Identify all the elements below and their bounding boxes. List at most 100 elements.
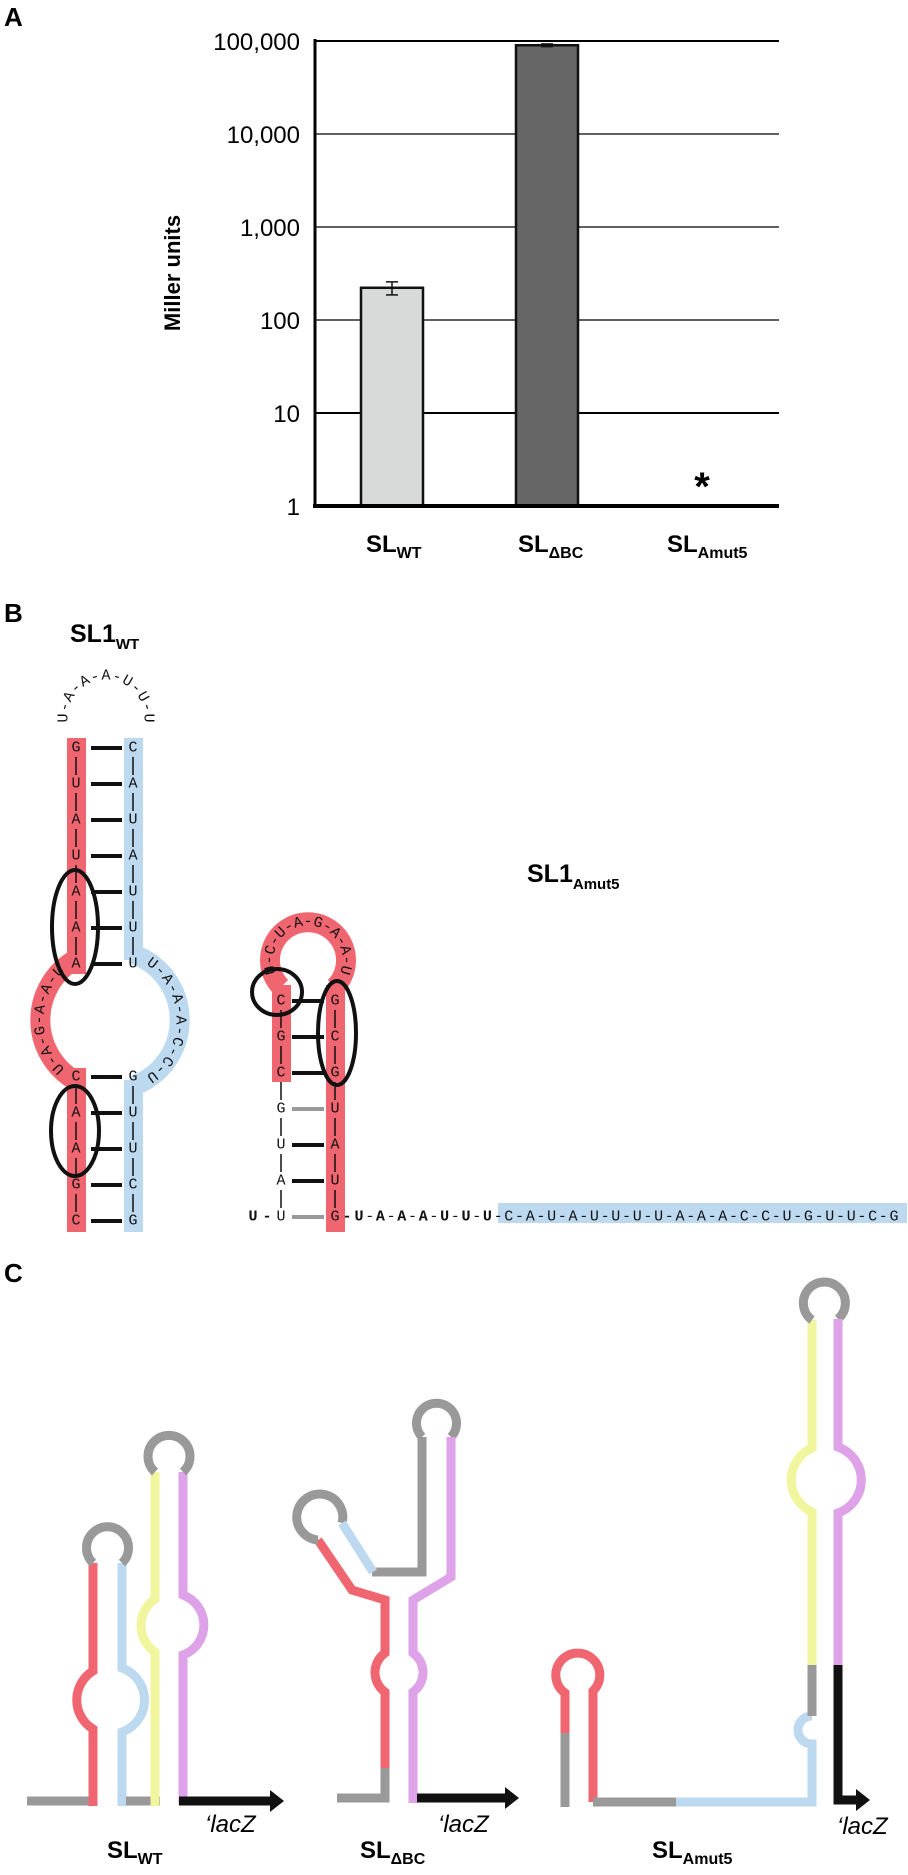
nucleotide: U [248, 1209, 257, 1226]
category-base: SL [667, 531, 698, 558]
nucleotide: U [128, 920, 137, 937]
x-category-label: SLAmut5 [667, 531, 748, 562]
category-subscript: Amut5 [698, 545, 748, 562]
lacz-label: ‘lacZ [438, 1811, 490, 1838]
backbone-dash: - [56, 701, 75, 714]
nucleotide: G [276, 1029, 285, 1046]
nucleotide: A [71, 1141, 80, 1158]
nucleotide: C [71, 1213, 80, 1230]
nucleotide: A [376, 1209, 385, 1226]
nucleotide: C [504, 1209, 513, 1226]
nucleotide: C [276, 993, 285, 1010]
nucleotide: G [804, 1209, 813, 1226]
nucleotide: A [292, 914, 305, 933]
nucleotide: U [461, 1209, 470, 1226]
bar [514, 44, 580, 508]
nucleotide: U [128, 1105, 137, 1122]
nucleotide: U [128, 1141, 137, 1158]
nucleotide: U [847, 1209, 856, 1226]
sl-wt-schematic: ‘lacZ SLWT [27, 1430, 284, 1868]
yellow-strand [786, 1320, 817, 1665]
category-base: SL [366, 531, 397, 558]
nucleotide: C [128, 1177, 137, 1194]
nucleotide: U [128, 956, 137, 973]
red-strand-band [67, 738, 86, 974]
backbone-dash: - [815, 1209, 824, 1226]
gray-strand [372, 1437, 427, 1577]
blue-strand [676, 1711, 817, 1807]
blue-internal-loop-band [129, 944, 190, 1096]
backbone-dash: - [665, 1209, 674, 1226]
backbone-dash: - [262, 1209, 271, 1226]
y-tick-label: 100 [260, 308, 300, 335]
highlight-ellipse [49, 1084, 101, 1178]
nucleotide: U [140, 713, 157, 722]
backbone-dash: - [110, 668, 123, 687]
sl1-wt-structure: U-A-A-A-U-U-UGUAUAAACAUAUUUCAAGCGUUCGU-A… [30, 668, 190, 1232]
category-base: SL [518, 531, 549, 558]
nucleotide: A [71, 884, 80, 901]
x-category-label: SLWT [366, 531, 422, 562]
category-subscript: ΔBC [549, 545, 584, 562]
nucleotide: U [56, 713, 73, 722]
construct-label-wt: SLWT [107, 1837, 163, 1868]
y-tick-label: 10 [273, 401, 300, 428]
red-strand-band [272, 985, 291, 1082]
blue-strand-band [124, 738, 143, 960]
nucleotide: A [71, 812, 80, 829]
backbone-dash: - [643, 1209, 652, 1226]
annotations: * [694, 465, 710, 509]
nucleotide: G [71, 740, 80, 757]
y-tick-label: 100,000 [213, 29, 300, 56]
purple-strand [178, 1472, 209, 1805]
nucleotide: C [276, 1065, 285, 1082]
backbone-dash: - [536, 1209, 545, 1226]
backbone-dash: - [772, 1209, 781, 1226]
backbone-dash: - [879, 1209, 888, 1226]
backbone-dash: - [137, 701, 156, 714]
gray-hairpin-loop [143, 1430, 195, 1476]
nucleotide: C [740, 1209, 749, 1226]
nucleotide: C [262, 944, 281, 957]
nucleotide: U [633, 1209, 642, 1226]
nucleotide: U [128, 812, 137, 829]
nucleotide: C [761, 1209, 770, 1226]
nucleotide: A [568, 1209, 577, 1226]
nucleotide: G [311, 914, 324, 933]
y-axis-label: Miller units [160, 215, 185, 331]
nucleotide: G [128, 1069, 137, 1086]
nucleotide: C [128, 740, 137, 757]
blue-strand [117, 1563, 150, 1806]
backbone-dash: - [601, 1209, 610, 1226]
nucleotide: G [276, 1101, 285, 1118]
nucleotide: U [547, 1209, 556, 1226]
nucleotide: A [276, 1173, 285, 1190]
backbone-dash: - [303, 914, 312, 931]
sl1-wt-title: SL1WT [70, 620, 139, 653]
backbone-dash: - [342, 1209, 351, 1226]
arrow-head-icon [505, 1787, 519, 1809]
lacz-label: ‘lacZ [837, 1813, 889, 1840]
nucleotide: C [71, 1069, 80, 1086]
nucleotide: U [440, 1209, 449, 1226]
red-strand-band [326, 985, 345, 1232]
x-category-label: SLΔBC [518, 531, 584, 562]
nucleotide: A [32, 1004, 50, 1015]
red-hairpin [551, 1648, 605, 1802]
backbone-dash: - [622, 1209, 631, 1226]
nucleotide: U [590, 1209, 599, 1226]
nucleotide: A [697, 1209, 706, 1226]
panel-label-b: B [4, 598, 23, 628]
yellow-strand [136, 1472, 160, 1806]
backbone-dash: - [857, 1209, 866, 1226]
nucleotide: U [128, 884, 137, 901]
nucleotide: A [330, 1137, 339, 1154]
nucleotide: A [172, 1015, 189, 1024]
nucleotide: A [71, 1105, 80, 1122]
gray-leader-segment [337, 1768, 390, 1803]
backbone-dash: - [558, 1209, 567, 1226]
backbone-dash: - [708, 1209, 717, 1226]
nucleotide: U [483, 1209, 492, 1226]
